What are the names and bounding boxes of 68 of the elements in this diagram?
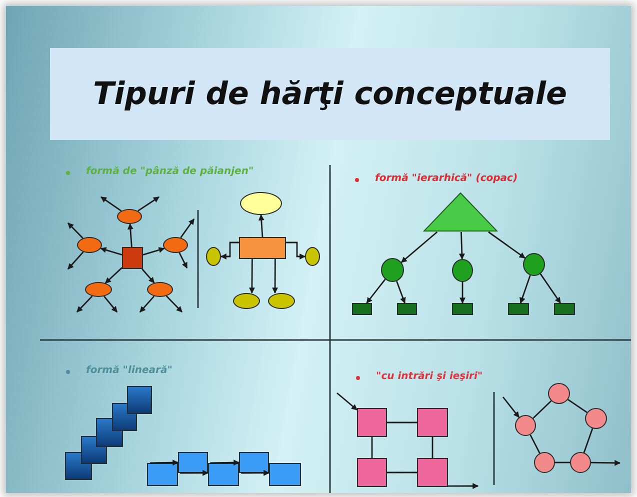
section-heading: formă de "pânză de păianjen" xyxy=(86,166,254,177)
arrow xyxy=(520,275,531,304)
arrow xyxy=(272,259,278,294)
arrow xyxy=(138,196,160,212)
rectangle-node xyxy=(269,463,301,486)
slide-title: Tipuri de hărţi conceptuale xyxy=(50,48,610,140)
square-node xyxy=(127,386,152,414)
triangle-node xyxy=(423,192,498,232)
arrow xyxy=(258,214,264,238)
arrow xyxy=(100,196,122,212)
arrow xyxy=(139,296,155,312)
arrow xyxy=(591,460,621,466)
arrow xyxy=(448,483,479,490)
arrow xyxy=(400,231,438,263)
connector-line xyxy=(530,434,540,454)
arrow xyxy=(142,268,155,284)
square-node xyxy=(357,408,387,437)
rectangle-node xyxy=(452,303,473,315)
square-node xyxy=(122,247,143,269)
arrow xyxy=(68,222,84,239)
arrow xyxy=(488,231,526,259)
connector-line xyxy=(371,437,373,458)
arrow xyxy=(142,247,165,256)
arrow xyxy=(366,278,386,304)
arrow xyxy=(396,280,406,304)
arrow xyxy=(178,252,188,269)
connector-line xyxy=(568,399,588,413)
arrow xyxy=(458,232,465,260)
square-node xyxy=(357,458,387,487)
rectangle-node xyxy=(239,237,286,259)
arrow xyxy=(100,247,122,256)
connector-line xyxy=(432,437,434,458)
arrow xyxy=(180,218,195,238)
arrow xyxy=(336,392,358,410)
square-node xyxy=(417,408,448,437)
rectangle-node xyxy=(208,463,239,486)
arrow xyxy=(150,460,179,466)
arrow xyxy=(286,242,306,260)
arrow xyxy=(540,273,561,304)
rectangle-node xyxy=(239,452,269,473)
arrow xyxy=(104,296,118,312)
square-node xyxy=(417,458,448,487)
arrow xyxy=(104,267,122,284)
connector-line xyxy=(555,462,570,464)
connector-line xyxy=(387,422,417,424)
connector-line xyxy=(387,472,417,474)
rectangle-node xyxy=(178,452,208,473)
rectangle-node xyxy=(397,303,417,315)
arrow xyxy=(166,296,182,312)
arrow xyxy=(502,396,520,418)
connector-line xyxy=(532,400,552,419)
arrow xyxy=(220,242,239,260)
arrow xyxy=(127,223,134,248)
section-heading: formă "lineară" xyxy=(86,365,172,376)
arrow xyxy=(76,296,93,312)
arrow xyxy=(460,282,466,304)
section-heading: formă "ierarhică" (copac) xyxy=(375,173,518,184)
rectangle-node xyxy=(352,303,372,315)
connector-line xyxy=(583,428,594,453)
arrow xyxy=(241,470,270,476)
arrow xyxy=(248,259,255,294)
arrow xyxy=(67,251,84,270)
rectangle-node xyxy=(508,303,529,315)
rectangle-node xyxy=(554,303,575,315)
arrow xyxy=(210,460,240,466)
section-heading: "cu intrări şi ieşiri" xyxy=(376,371,483,382)
arrow xyxy=(180,470,209,476)
rectangle-node xyxy=(147,463,178,486)
